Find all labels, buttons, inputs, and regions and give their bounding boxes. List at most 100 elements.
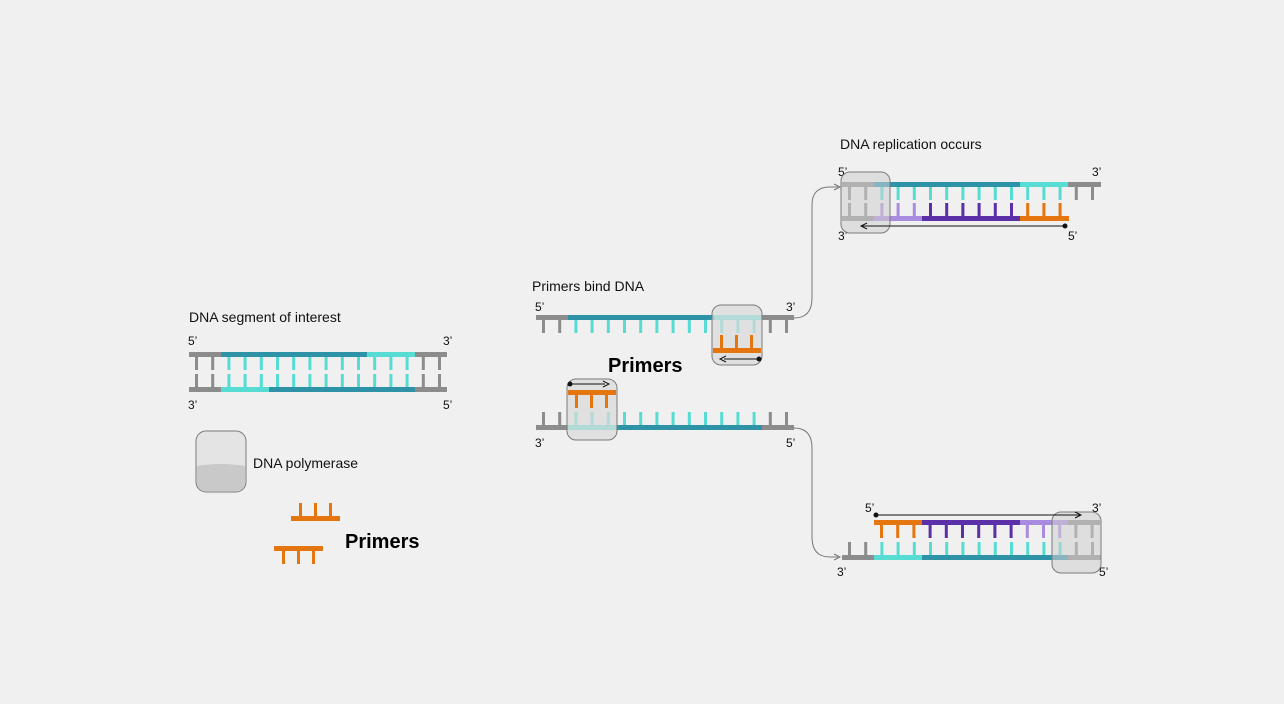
- base-tooth: [405, 357, 409, 370]
- rep-bot-top-right-end: 3’: [1092, 501, 1101, 515]
- base-tooth: [977, 203, 981, 216]
- base-tooth: [993, 187, 997, 200]
- base-tooth: [961, 187, 965, 200]
- replication-title: DNA replication occurs: [840, 136, 982, 152]
- base-tooth: [1042, 542, 1046, 555]
- replication-top-panel: DNA replication occurs 5’ 3’ 3’ 5’: [838, 136, 1101, 243]
- rep-bot-bottom-left-end: 3’: [837, 565, 846, 579]
- base-tooth: [639, 412, 643, 425]
- base-tooth: [1026, 542, 1030, 555]
- base-tooth: [606, 320, 610, 333]
- rep-top-polymerase: [840, 171, 1068, 234]
- base-tooth: [623, 412, 626, 425]
- base-tooth: [357, 374, 360, 387]
- segment-top-right-end: 3’: [443, 334, 452, 348]
- base-tooth: [623, 320, 626, 333]
- rep-top-right-end: 3’: [1092, 165, 1101, 179]
- rep-top-bottom-left-end: 3’: [838, 229, 847, 243]
- base-tooth: [912, 187, 916, 200]
- base-tooth: [752, 412, 756, 425]
- polymerase-label: DNA polymerase: [253, 455, 358, 471]
- base-tooth: [405, 374, 409, 387]
- base-tooth: [929, 187, 932, 200]
- replication-bottom-panel: 5’ 3’ 3’ 5’: [837, 501, 1108, 579]
- base-tooth: [324, 357, 328, 370]
- base-tooth: [929, 542, 932, 555]
- base-tooth: [1026, 203, 1030, 216]
- primers-legend: Primers: [274, 503, 420, 564]
- base-tooth: [574, 320, 578, 333]
- base-tooth: [639, 320, 643, 333]
- base-tooth: [542, 412, 545, 425]
- segment-bottom-strand: [189, 374, 447, 392]
- base-tooth: [195, 357, 198, 370]
- base-tooth: [945, 203, 949, 216]
- base-tooth: [928, 525, 932, 538]
- base-tooth: [671, 412, 675, 425]
- base-tooth: [687, 320, 691, 333]
- primer-icon-bottom: [274, 546, 323, 564]
- base-tooth: [912, 542, 916, 555]
- base-tooth: [1009, 525, 1013, 538]
- base-tooth: [1042, 525, 1045, 538]
- base-tooth: [848, 542, 851, 555]
- base-tooth: [655, 320, 659, 333]
- base-tooth: [308, 374, 312, 387]
- base-tooth: [195, 374, 198, 387]
- base-tooth: [1042, 187, 1046, 200]
- base-tooth: [929, 203, 932, 216]
- segment-top-strand: [189, 352, 447, 370]
- base-tooth: [944, 525, 948, 538]
- base-tooth: [1074, 187, 1078, 200]
- base-tooth: [340, 374, 344, 387]
- base-tooth: [276, 357, 279, 370]
- base-tooth: [558, 320, 562, 333]
- base-tooth: [945, 187, 949, 200]
- base-tooth: [243, 374, 247, 387]
- bind-bottom-left-end: 3’: [535, 436, 544, 450]
- base-tooth: [211, 357, 215, 370]
- base-tooth: [421, 357, 425, 370]
- base-tooth: [357, 357, 360, 370]
- rep-bot-top-left-end: 5’: [865, 501, 874, 515]
- base-tooth: [704, 320, 707, 333]
- base-tooth: [961, 203, 965, 216]
- base-tooth: [389, 357, 393, 370]
- base-tooth: [720, 412, 724, 425]
- base-tooth: [961, 525, 964, 538]
- base-tooth: [977, 525, 981, 538]
- base-tooth: [1058, 187, 1062, 200]
- base-tooth: [768, 320, 772, 333]
- rep-top-bottom-right-end: 5’: [1068, 229, 1077, 243]
- base-tooth: [438, 357, 441, 370]
- base-tooth: [864, 542, 868, 555]
- base-tooth: [993, 542, 997, 555]
- base-tooth: [1042, 203, 1046, 216]
- base-tooth: [704, 412, 707, 425]
- base-tooth: [243, 357, 247, 370]
- base-tooth: [768, 412, 772, 425]
- bind-top-right-end: 3’: [786, 300, 795, 314]
- base-tooth: [1058, 203, 1062, 216]
- base-tooth: [542, 320, 545, 333]
- base-tooth: [880, 525, 883, 538]
- base-tooth: [785, 412, 788, 425]
- base-tooth: [912, 203, 916, 216]
- base-tooth: [324, 374, 328, 387]
- base-tooth: [227, 374, 231, 387]
- polymerase-legend: DNA polymerase: [195, 430, 358, 493]
- base-tooth: [785, 320, 788, 333]
- base-tooth: [389, 374, 393, 387]
- bind-panel: Primers bind DNA 5’ 3’ 3’ 5’ Primers: [532, 278, 795, 450]
- base-tooth: [1026, 187, 1030, 200]
- base-tooth: [977, 187, 981, 200]
- base-tooth: [945, 542, 949, 555]
- base-tooth: [993, 203, 997, 216]
- base-tooth: [259, 357, 263, 370]
- base-tooth: [340, 357, 344, 370]
- base-tooth: [1091, 187, 1094, 200]
- rep-bot-bottom-right-end: 5’: [1099, 565, 1108, 579]
- base-tooth: [736, 412, 740, 425]
- base-tooth: [373, 374, 377, 387]
